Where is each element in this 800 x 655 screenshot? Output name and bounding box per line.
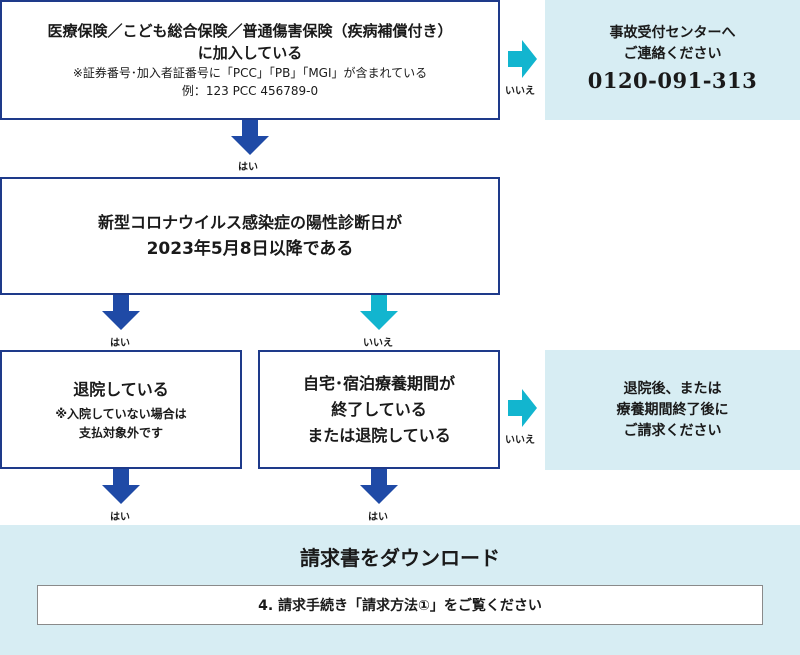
- question-discharged-box: 退院している ※入院していない場合は 支払対象外です: [0, 350, 242, 469]
- question-insurance-note: ※証券番号･加入者証番号に「PCC」「PB」「MGI」が含まれている: [72, 66, 428, 80]
- yes-label: はい: [238, 162, 258, 173]
- yes-arrow-down-icon: [231, 120, 269, 155]
- question-insurance-box: 医療保険／こども総合保険／普通傷害保険（疾病補償付き） に加入している ※証券番…: [0, 0, 500, 120]
- no-arrow-right-icon: [508, 40, 537, 78]
- question-recovery-line3: または退院している: [307, 425, 451, 445]
- no-label: いいえ: [505, 86, 535, 97]
- question-diagnosis-date-box: 新型コロナウイルス感染症の陽性診断日が 2023年5月8日以降である: [0, 177, 500, 295]
- yes-label: はい: [368, 512, 388, 523]
- no-arrow-right-icon: [508, 389, 537, 427]
- question-recovery-period-box: 自宅･宿泊療養期間が 終了している または退院している: [258, 350, 500, 469]
- question-insurance-line2: に加入している: [197, 44, 303, 62]
- yes-arrow-down-icon: [102, 295, 140, 330]
- claim-procedure-text: 4. 請求手続き「請求方法①」をご覧ください: [258, 598, 542, 614]
- no-label: いいえ: [363, 338, 393, 349]
- question-recovery-line1: 自宅･宿泊療養期間が: [302, 373, 455, 393]
- question-insurance-line1: 医療保険／こども総合保険／普通傷害保険（疾病補償付き）: [47, 22, 453, 40]
- question-insurance-example: 例：123 PCC 456789-0: [181, 84, 319, 98]
- contact-line2: ご連絡ください: [623, 46, 722, 62]
- claim-later-panel: 退院後、または 療養期間終了後に ご請求ください: [545, 350, 800, 470]
- yes-label: はい: [110, 338, 130, 349]
- no-label: いいえ: [505, 435, 535, 446]
- download-claim-form-title: 請求書をダウンロード: [300, 546, 500, 570]
- claim-later-line2: 療養期間終了後に: [616, 401, 729, 418]
- no-arrow-down-icon: [360, 295, 398, 330]
- question-discharged-note2: 支払対象外です: [78, 425, 163, 440]
- claim-later-line1: 退院後、または: [623, 380, 722, 397]
- contact-line1: 事故受付センターへ: [609, 25, 736, 41]
- question-recovery-line2: 終了している: [331, 399, 427, 419]
- question-diagnosis-line2: 2023年5月8日以降である: [146, 239, 354, 259]
- yes-arrow-down-icon: [360, 469, 398, 504]
- yes-arrow-down-icon: [102, 469, 140, 504]
- claim-later-line3: ご請求ください: [623, 422, 722, 439]
- contact-center-panel: 事故受付センターへ ご連絡ください 0120-091-313: [545, 0, 800, 120]
- yes-label: はい: [110, 512, 130, 523]
- contact-phone: 0120-091-313: [587, 68, 758, 93]
- question-discharged-line1: 退院している: [73, 379, 169, 399]
- question-diagnosis-line1: 新型コロナウイルス感染症の陽性診断日が: [97, 213, 402, 232]
- claim-procedure-reference: 4. 請求手続き「請求方法①」をご覧ください: [37, 585, 763, 625]
- question-discharged-note1: ※入院していない場合は: [55, 406, 187, 421]
